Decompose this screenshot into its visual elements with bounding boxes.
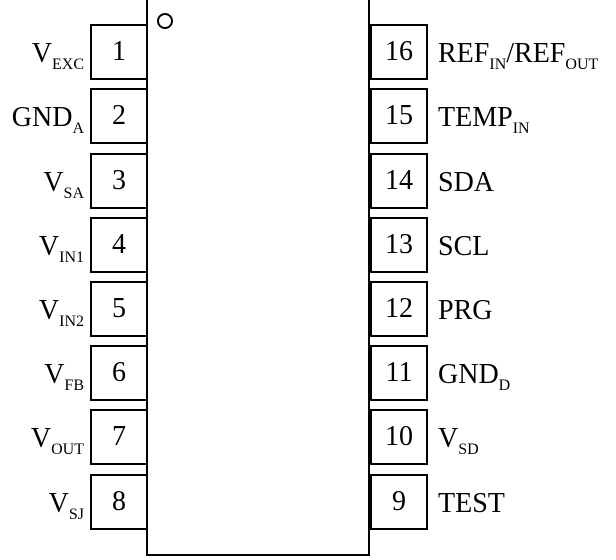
pin-name-base: V bbox=[30, 423, 52, 454]
pin-number-box: 6 bbox=[90, 345, 148, 401]
pin-name-base: GND bbox=[11, 102, 73, 133]
pin-number-box: 2 bbox=[90, 88, 148, 144]
pin-number-box: 3 bbox=[90, 153, 148, 209]
pin-label-left-3: VSA bbox=[43, 167, 84, 202]
pin-number-box: 5 bbox=[90, 281, 148, 337]
pin-label-right-5: PRG bbox=[438, 297, 492, 325]
pin-number-box: 4 bbox=[90, 217, 148, 273]
pin-label-left-6: VFB bbox=[44, 359, 84, 394]
pin-number-box: 13 bbox=[370, 217, 428, 273]
pin-label-right-4: SCL bbox=[438, 233, 489, 261]
pin-number-box: 15 bbox=[370, 88, 428, 144]
pin-number-box: 8 bbox=[90, 474, 148, 530]
pin-name-base: TEMP bbox=[438, 102, 513, 133]
pin-name-base: V bbox=[38, 231, 60, 262]
pin-label-right-3: SDA bbox=[438, 169, 494, 197]
pin-name-subscript: SA bbox=[63, 185, 84, 202]
pin-name-base: V bbox=[38, 295, 60, 326]
pin-name-base: SCL bbox=[438, 231, 490, 262]
pin-number-box: 16 bbox=[370, 24, 428, 80]
pin-number-box: 11 bbox=[370, 345, 428, 401]
pin-name-base: V bbox=[31, 38, 52, 69]
pin-name-subscript: A bbox=[72, 120, 84, 137]
pin-label-left-7: VOUT bbox=[30, 423, 84, 458]
pin-name-base: REF bbox=[438, 38, 490, 69]
pin-number-box: 9 bbox=[370, 474, 428, 530]
pin-name-base: V bbox=[44, 359, 65, 390]
pin-number-box: 14 bbox=[370, 153, 428, 209]
pin-number-box: 7 bbox=[90, 409, 148, 465]
pin-name-base: GND bbox=[438, 359, 499, 390]
pin1-indicator-circle bbox=[157, 13, 173, 29]
pin-name-subscript: SJ bbox=[68, 506, 84, 523]
pin-name-subscript: IN bbox=[512, 120, 530, 137]
pin-label-right-2: TEMPIN bbox=[438, 102, 530, 137]
pin-name-subscript: OUT bbox=[51, 441, 84, 458]
pin-number-box: 1 bbox=[90, 24, 148, 80]
pin-number-box: 10 bbox=[370, 409, 428, 465]
pin-name-base: TEST bbox=[438, 488, 505, 519]
pin-name-tail: /REF bbox=[506, 38, 566, 69]
pin-label-right-1: REFIN/REFOUT bbox=[438, 38, 598, 73]
pin-name-subscript: EXC bbox=[52, 56, 84, 73]
ic-package-body bbox=[146, 0, 370, 556]
pin-label-right-7: VSD bbox=[438, 423, 479, 458]
pin-label-right-6: GNDD bbox=[438, 359, 510, 394]
pin-name-tail-subscript: OUT bbox=[565, 56, 599, 73]
pin-number-box: 12 bbox=[370, 281, 428, 337]
pin-label-left-4: VIN1 bbox=[38, 231, 84, 266]
pin-label-left-5: VIN2 bbox=[38, 295, 84, 330]
pin-name-subscript: SD bbox=[458, 441, 479, 458]
pin-name-subscript: IN1 bbox=[59, 249, 84, 266]
pin-name-subscript: D bbox=[498, 377, 511, 394]
pin-name-base: V bbox=[438, 423, 459, 454]
pin-name-subscript: IN bbox=[489, 56, 507, 73]
pin-name-base: V bbox=[48, 488, 69, 519]
pin-label-left-8: VSJ bbox=[48, 488, 84, 523]
pin-name-base: PRG bbox=[438, 295, 493, 326]
pin-name-subscript: IN2 bbox=[59, 313, 84, 330]
pin-name-base: SDA bbox=[438, 167, 495, 198]
pin-label-left-2: GNDA bbox=[11, 102, 84, 137]
pin-label-right-8: TEST bbox=[438, 490, 505, 518]
pin-label-left-1: VEXC bbox=[31, 38, 84, 73]
pin-name-subscript: FB bbox=[64, 377, 84, 394]
pin-name-base: V bbox=[43, 167, 64, 198]
